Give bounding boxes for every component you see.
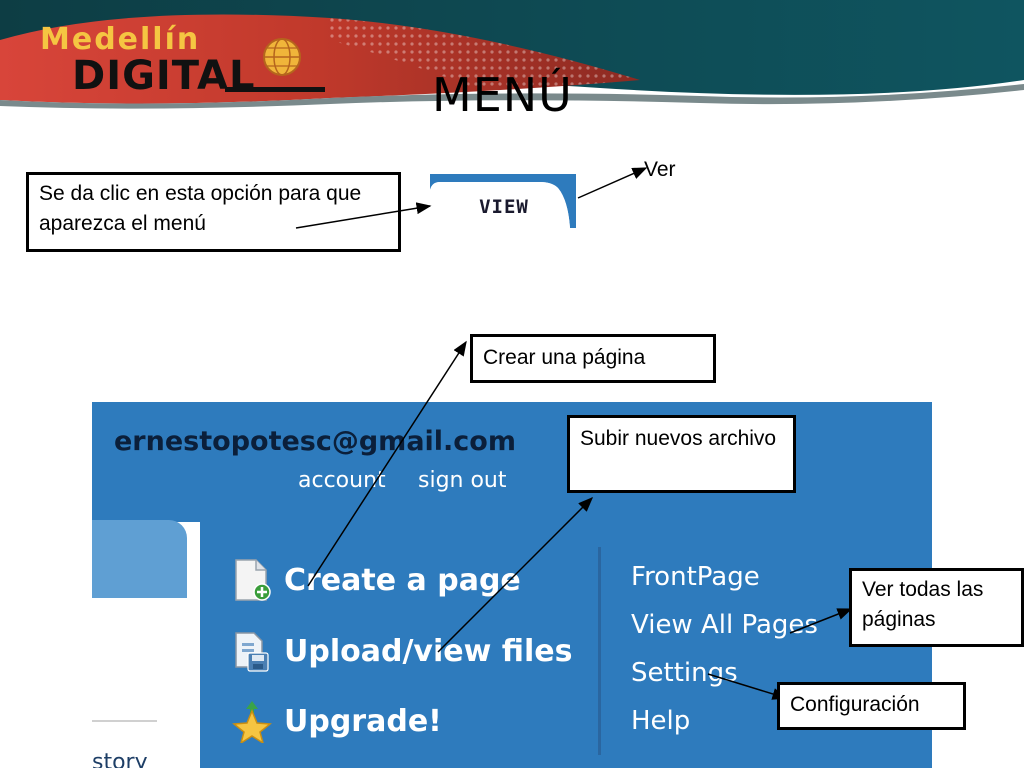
upload-files-label: Upload/view files (284, 633, 573, 669)
upgrade-label: Upgrade! (284, 703, 442, 739)
user-email: ernestopotesc@gmail.com (114, 426, 516, 457)
nav-view-all-pages[interactable]: View All Pages (631, 610, 818, 640)
logo-underline (225, 87, 325, 92)
sign-out-link[interactable]: sign out (418, 468, 507, 493)
star-icon (232, 701, 272, 743)
upload-files-button[interactable]: Upload/view files (232, 628, 572, 674)
left-strip-divider (92, 720, 157, 722)
nav-frontpage[interactable]: FrontPage (631, 562, 760, 592)
arrow-to-ver-label (577, 167, 648, 199)
new-page-icon (235, 559, 271, 601)
nav-settings[interactable]: Settings (631, 658, 738, 688)
menu-divider (598, 547, 601, 755)
upgrade-button[interactable]: Upgrade! (232, 698, 442, 744)
view-tab-label: VIEW (479, 196, 529, 218)
logo-medellin: Medellín (40, 22, 201, 57)
globe-icon (263, 38, 301, 76)
view-all-pages-callout: Ver todas las páginas (849, 568, 1024, 647)
create-page-callout: Crear una página (470, 334, 716, 383)
create-page-label: Create a page (284, 562, 521, 598)
header-banner: Medellín DIGITAL (0, 0, 1024, 110)
view-tab[interactable] (430, 174, 578, 228)
left-strip-tab (92, 520, 187, 598)
banner-background (0, 0, 1024, 109)
create-page-button[interactable]: Create a page (232, 557, 521, 603)
view-label: Ver (644, 158, 676, 181)
upload-files-icon (235, 632, 269, 672)
left-partial-text: story (92, 750, 148, 768)
account-link[interactable]: account (298, 468, 386, 493)
view-tab-shape (430, 174, 576, 228)
upload-files-callout: Subir nuevos archivo (567, 415, 796, 493)
settings-callout: Configuración (777, 682, 966, 730)
logo-digital: DIGITAL (72, 53, 256, 99)
click-instruction-callout: Se da clic en esta opción para que apare… (26, 172, 401, 252)
page-title: MENÚ (432, 68, 573, 122)
nav-help[interactable]: Help (631, 706, 691, 736)
